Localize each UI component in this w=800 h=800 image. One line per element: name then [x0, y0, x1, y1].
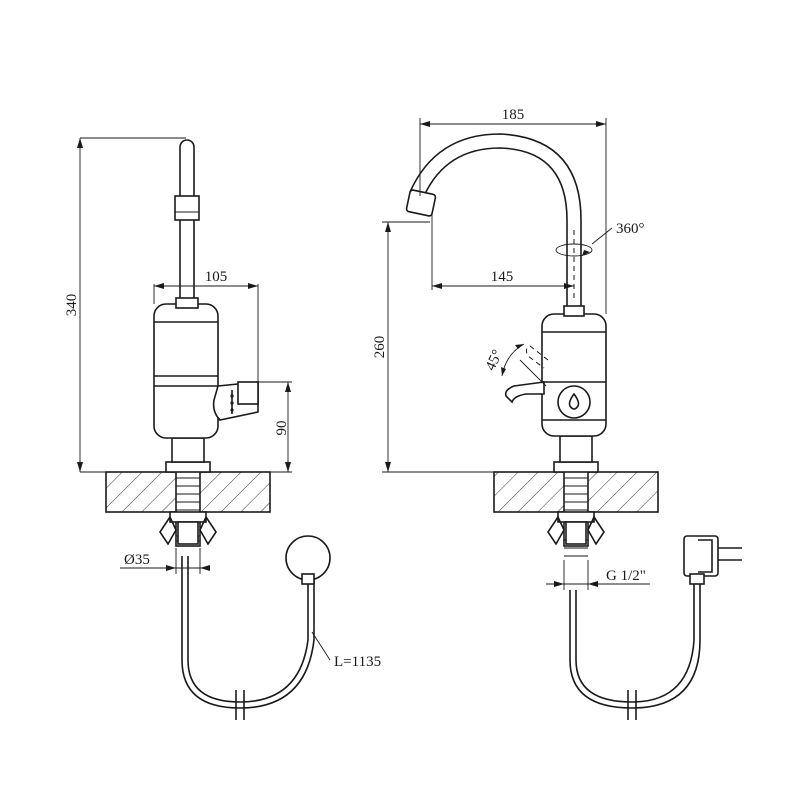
front-dim-width: [153, 283, 259, 382]
front-dim-height: [77, 137, 186, 473]
side-plug: [683, 535, 742, 585]
side-gooseneck-spout-inner: [409, 133, 582, 314]
side-shank-threads: [564, 477, 588, 557]
side-indicator-disc: [557, 385, 591, 419]
side-power-cable-inner: [569, 582, 701, 709]
front-heater-body: [153, 303, 219, 439]
side-view: 45° 360° 185 145: [372, 107, 742, 720]
side-lever-rotated: [525, 345, 549, 369]
front-dim-body-height-label: 90: [274, 421, 290, 436]
side-dim-reach-label: 145: [491, 269, 514, 285]
front-dim-width-label: 105: [205, 269, 228, 285]
side-dim-rotation-label: 360°: [616, 221, 645, 237]
front-dim-height-label: 340: [64, 294, 80, 317]
front-base-collar: [165, 461, 211, 473]
side-dim-spout-height-label: 260: [372, 336, 388, 359]
front-dim-diameter-label: Ø35: [124, 552, 150, 568]
front-cable-leader: [311, 631, 331, 661]
side-base-collar: [553, 461, 599, 473]
front-fixing-nut: [159, 511, 217, 546]
side-dim-reach: [431, 214, 575, 300]
front-dim-body-height: [258, 381, 292, 473]
side-rotation-symbol: [555, 227, 613, 257]
side-dim-thread: [546, 560, 650, 590]
side-angle-arc: [501, 343, 525, 377]
front-spout-tube: [179, 139, 195, 305]
side-dim-spout-height: [382, 221, 494, 473]
side-fixing-nut: [547, 511, 605, 546]
side-power-cable: [575, 582, 695, 703]
side-spout-tip: [405, 189, 437, 217]
side-gooseneck-spout: [423, 147, 568, 314]
side-dim-thread-label: G 1/2": [606, 568, 646, 584]
front-dim-cable-label: L=1135: [334, 654, 381, 670]
front-power-cable: [187, 556, 309, 703]
front-power-cable-inner: [181, 556, 315, 709]
front-view: 340 105 90 Ø35 L=113: [64, 137, 381, 720]
front-base-neck: [171, 437, 205, 463]
side-dim-reach-total-label: 185: [502, 107, 525, 123]
side-dim-reach-total: [419, 118, 607, 314]
front-aerator: [174, 195, 200, 221]
side-lever-handle: [504, 381, 545, 404]
front-dim-diameter: [120, 548, 210, 574]
side-base-neck: [559, 435, 593, 463]
